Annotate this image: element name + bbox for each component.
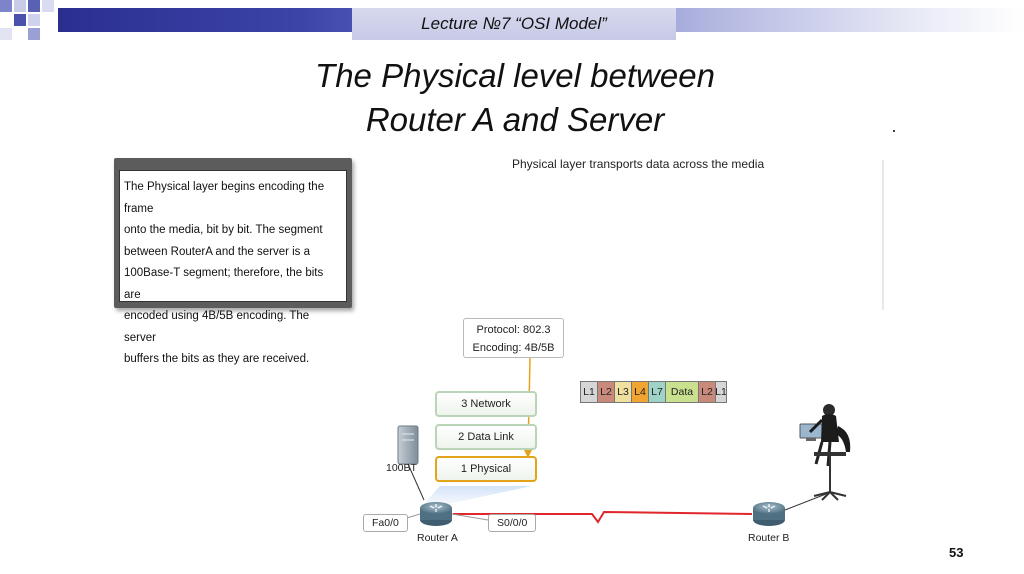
decor-square (14, 0, 26, 12)
title-line-1: The Physical level between (315, 57, 715, 94)
server-link-label: 100BT (386, 462, 417, 474)
server-icon (397, 425, 419, 465)
server-link (407, 463, 425, 501)
frame-cell-l4: L4 (632, 382, 649, 402)
stray-dot (893, 130, 895, 132)
title-line-2: Router A and Server (365, 101, 665, 138)
protocol-callout: Protocol: 802.3 Encoding: 4B/5B (463, 318, 564, 358)
router-a-label: Router A (417, 532, 458, 544)
lecture-label: Lecture №7 “OSI Model” (352, 8, 676, 40)
serial-link (453, 510, 753, 524)
decor-square (28, 28, 40, 40)
frame-cell-l3: L3 (615, 382, 632, 402)
frame-cell-l2-trailer: L2 (699, 382, 716, 402)
info-line: 100Base-T segment; therefore, the bits a… (124, 267, 324, 301)
info-box-text: The Physical layer begins encoding the f… (119, 170, 347, 365)
header-bar: Lecture №7 “OSI Model” (0, 0, 1024, 50)
decor-square (28, 14, 40, 26)
decor-square (14, 14, 26, 26)
info-line: onto the media, bit by bit. The segment (124, 224, 323, 236)
info-line: between RouterA and the server is a (124, 245, 311, 258)
router-a-icon (420, 502, 452, 514)
info-line: The Physical layer begins encoding the f… (124, 181, 325, 215)
encoding-text: Encoding: 4B/5B (472, 342, 555, 354)
signal-beam (424, 486, 532, 504)
info-line: encoded using 4B/5B encoding. The server (124, 310, 310, 344)
router-b-icon (753, 502, 785, 514)
page-number: 53 (949, 545, 964, 560)
fa-port-label: Fa0/0 (363, 514, 408, 532)
user-workstation-icon (799, 404, 851, 501)
decor-square (0, 28, 12, 40)
decor-square (28, 0, 40, 12)
frame-cell-l7: L7 (649, 382, 666, 402)
data-frame: L1 L2 L3 L4 L7 Data L2 L1 (580, 381, 727, 403)
layer-data-link: 2 Data Link (435, 424, 537, 450)
diagram-caption: Physical layer transports data across th… (512, 157, 765, 171)
slide-title: The Physical level between Router A and … (230, 54, 800, 142)
layer-network: 3 Network (435, 391, 537, 417)
info-box: The Physical layer begins encoding the f… (114, 158, 352, 365)
frame-cell-l1: L1 (581, 382, 598, 402)
info-line: buffers the bits as they are received. (124, 353, 310, 365)
decor-square (0, 0, 12, 12)
frame-cell-data: Data (666, 382, 699, 402)
protocol-text: Protocol: 802.3 (476, 324, 551, 336)
router-b-link (784, 493, 827, 511)
frame-cell-l1-trailer: L1 (716, 382, 726, 402)
layer-physical: 1 Physical (435, 456, 537, 482)
divider-line (882, 160, 884, 310)
router-b-label: Router B (748, 532, 790, 544)
frame-cell-l2: L2 (598, 382, 615, 402)
callout-arrowhead (524, 450, 532, 458)
decor-square (42, 0, 54, 12)
serial-port-label: S0/0/0 (488, 514, 537, 532)
